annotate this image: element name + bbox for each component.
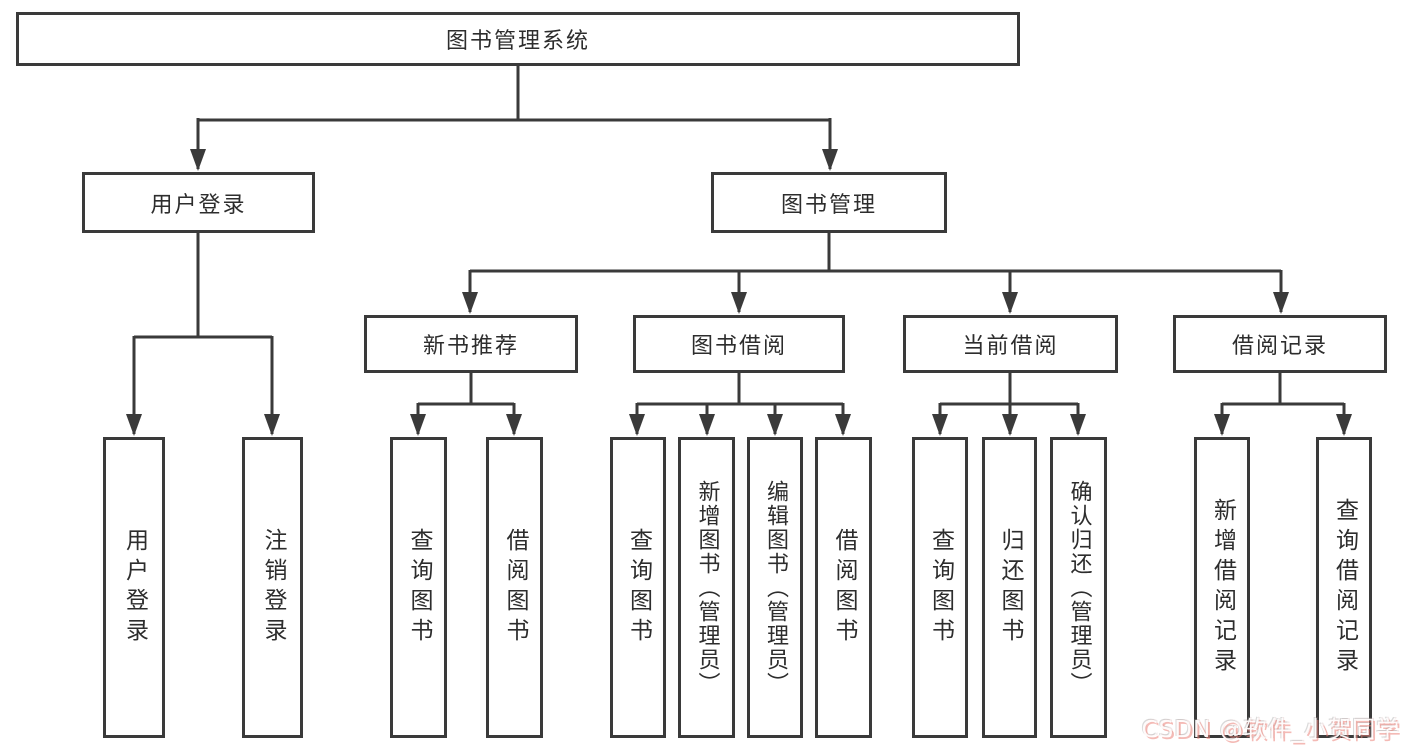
leaf-br-query-record: 查询借阅记录 bbox=[1316, 437, 1372, 738]
node-borrow-records: 借阅记录 bbox=[1173, 315, 1387, 373]
leaf-bb-query-books: 查询图书 bbox=[610, 437, 666, 738]
leaf-cb-confirm-return-admin: 确认归还（管理员） bbox=[1050, 437, 1107, 738]
leaf-cb-query-books: 查询图书 bbox=[912, 437, 968, 738]
node-user-login: 用户登录 bbox=[82, 172, 315, 233]
leaf-logout: 注销登录 bbox=[242, 437, 303, 738]
leaf-rec-query-books: 查询图书 bbox=[390, 437, 447, 738]
leaf-bb-edit-books-admin: 编辑图书（管理员） bbox=[747, 437, 803, 738]
node-new-book-rec: 新书推荐 bbox=[364, 315, 578, 373]
node-library-system: 图书管理系统 bbox=[16, 12, 1020, 66]
node-book-mgmt: 图书管理 bbox=[711, 172, 947, 233]
leaf-cb-return-books: 归还图书 bbox=[982, 437, 1037, 738]
node-current-borrow: 当前借阅 bbox=[903, 315, 1118, 373]
leaf-user-login: 用户登录 bbox=[103, 437, 165, 738]
leaf-bb-add-books-admin: 新增图书（管理员） bbox=[678, 437, 735, 738]
leaf-rec-borrow-books: 借阅图书 bbox=[486, 437, 543, 738]
csdn-watermark: CSDN @软件_小贺同学 bbox=[1141, 717, 1400, 743]
leaf-br-add-record: 新增借阅记录 bbox=[1194, 437, 1250, 738]
leaf-bb-borrow-books: 借阅图书 bbox=[815, 437, 872, 738]
node-book-borrow: 图书借阅 bbox=[633, 315, 845, 373]
